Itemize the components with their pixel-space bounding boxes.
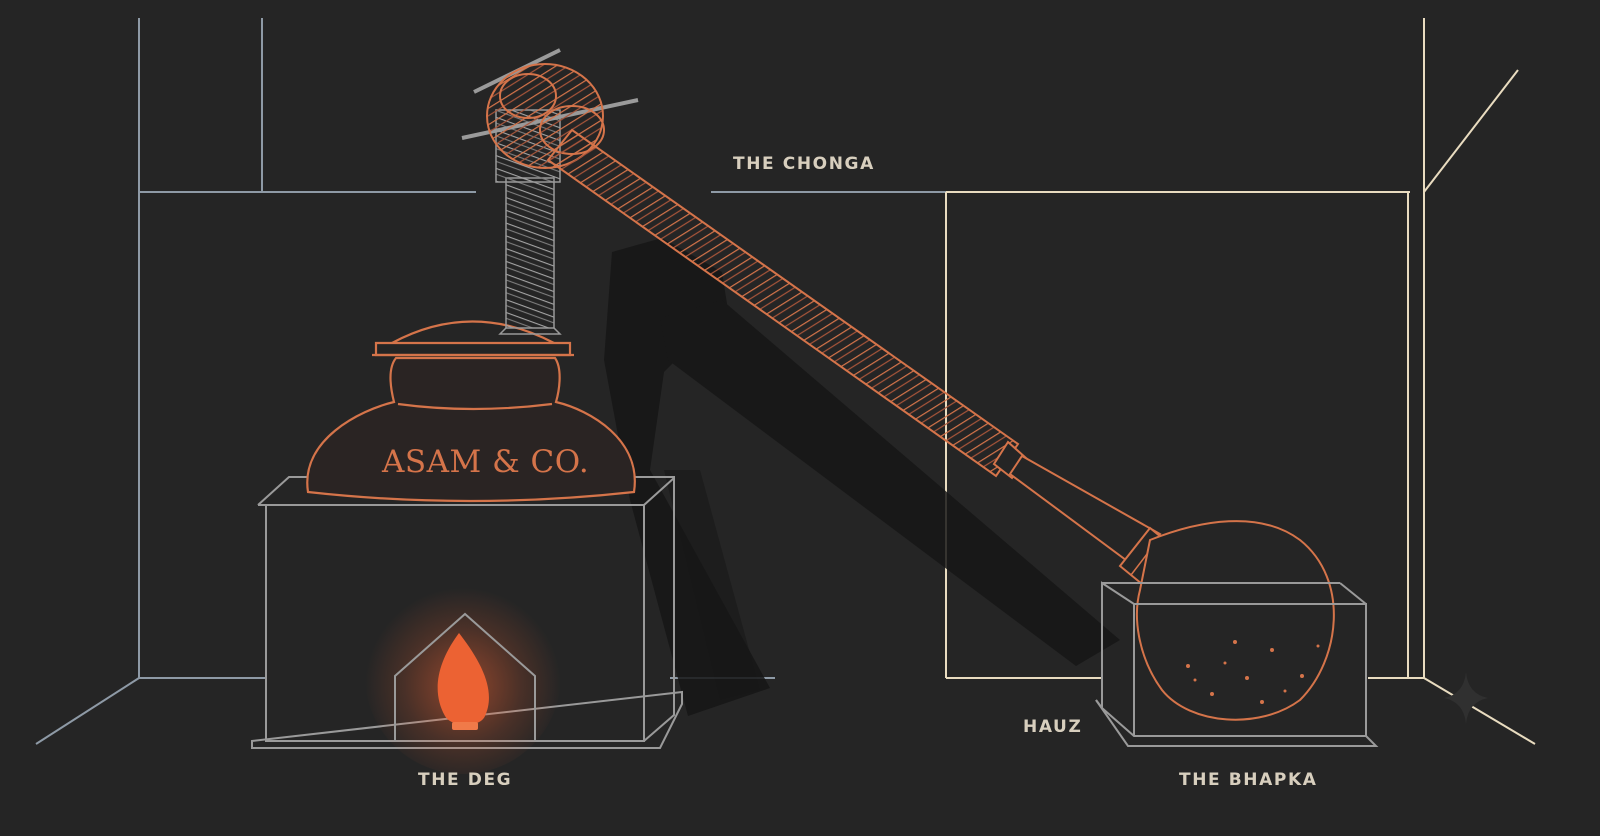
label-the-bhapka: THE BHAPKA [1179,770,1318,790]
apparatus-shadow [604,238,1120,716]
firebox [365,578,561,774]
label-the-chonga: THE CHONGA [733,154,875,174]
sparkle-icon [1444,672,1488,724]
chonga-knot [461,48,639,169]
hauz-tank [1095,581,1379,747]
copper-pot [306,320,636,503]
flame-icon [437,633,489,725]
label-the-deg: THE DEG [418,770,513,790]
label-hauz: HAUZ [1023,717,1083,737]
bhapka-flask [1135,520,1335,721]
room-left-wall [35,18,946,745]
pot-brand-text: ASAM & CO. [382,444,590,480]
